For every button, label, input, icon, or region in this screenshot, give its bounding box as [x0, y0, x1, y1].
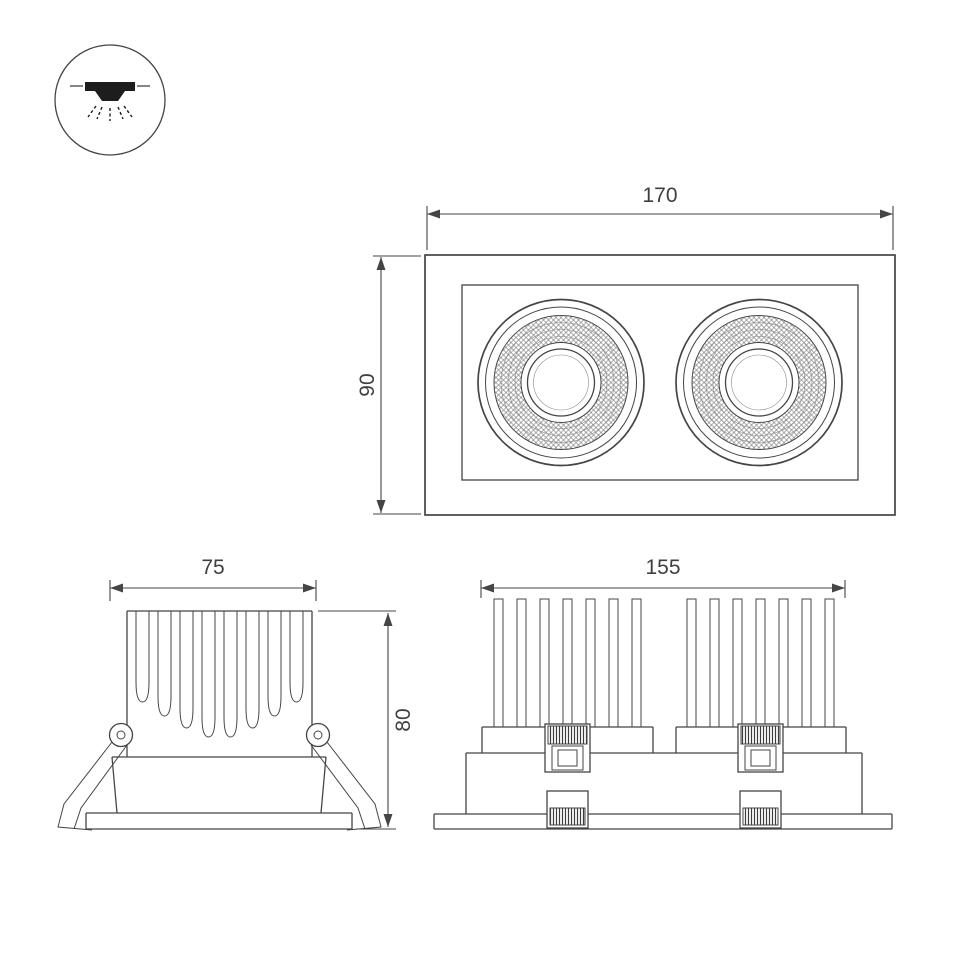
gimbal-pin [750, 749, 771, 767]
trim-body-dual [465, 752, 863, 814]
icon-circle [54, 44, 166, 156]
reflector-guide-ring [500, 322, 622, 443]
clip-pivot-pin [313, 730, 323, 740]
clip-pivot [108, 722, 134, 748]
gimbal-block-right [737, 723, 784, 773]
front-view: 170 90 [356, 184, 896, 516]
body-outline [111, 756, 327, 814]
clip-pivot [305, 722, 331, 748]
flange-outline-dual [433, 813, 893, 830]
dual-width-label: 155 [645, 556, 680, 579]
clip-wire [73, 744, 128, 830]
reflector-guide-ring [507, 329, 615, 436]
clip-wire [310, 744, 366, 830]
lamp-right [675, 298, 843, 467]
reflector-guide-ring [698, 322, 820, 443]
dual-width-dimension: 155 [480, 556, 846, 598]
led-emitter [731, 354, 787, 411]
lamp-bezel-ring [683, 306, 835, 459]
flange-outline [85, 812, 353, 830]
side-view-dual: 155 [433, 556, 893, 830]
side-view-single: 75 80 [57, 556, 415, 831]
gimbal-pin [557, 749, 578, 767]
light-ray-right [123, 105, 133, 118]
reflector-facet-mesh [692, 315, 826, 450]
led-ring [724, 348, 794, 417]
gimbal-bracket [551, 745, 584, 771]
latch-tab-right [739, 790, 782, 829]
single-height-label: 80 [392, 708, 415, 731]
clip-wire [326, 741, 382, 831]
single-height-dimension: 80 [318, 610, 415, 830]
lamp-left [477, 298, 645, 467]
spring-clip-right [305, 722, 382, 831]
heatsink-outline [126, 610, 313, 757]
led-emitter [533, 354, 589, 411]
reflector-guide-ring [705, 329, 813, 436]
extension-line [480, 580, 846, 598]
lamp-outer-ring [675, 298, 843, 467]
clip-pivot-pin [116, 730, 126, 740]
gimbal-knurl [740, 725, 781, 745]
reflector-guide-ring [514, 336, 608, 429]
lamp-housing-glyph [85, 82, 135, 91]
gimbal-knurl [547, 725, 588, 745]
latch-grip [742, 807, 779, 826]
front-height-label: 90 [356, 373, 379, 396]
front-outer-frame [424, 254, 896, 516]
trim-body-single [85, 756, 353, 830]
latch-grip [549, 807, 586, 826]
single-width-label: 75 [201, 556, 224, 579]
heatsink-single [126, 610, 313, 757]
recessed-light-icon [54, 44, 166, 156]
light-ray-mid-left [96, 106, 103, 120]
spring-clip-left [57, 722, 134, 831]
heatsink-fin-slots [135, 611, 304, 738]
heatsink-fins [686, 598, 835, 727]
lamp-trim-glyph [95, 91, 125, 101]
latch-tab-left [546, 790, 589, 829]
gimbal-block-left [544, 723, 591, 773]
extension-line [109, 580, 317, 601]
front-width-dimension: 170 [426, 184, 894, 250]
reflector-facet-mesh [494, 315, 628, 450]
led-ring [526, 348, 596, 417]
single-width-dimension: 75 [109, 556, 317, 601]
reflector-guide-ring [712, 336, 806, 429]
extension-line [426, 206, 894, 250]
body-outline [465, 752, 863, 814]
front-inner-frame [461, 284, 859, 481]
reflector-inner-ring [718, 342, 800, 423]
gimbal-bracket [744, 745, 777, 771]
extension-line [373, 255, 421, 515]
heatsink-fins [493, 598, 642, 727]
light-ray-left [87, 105, 97, 118]
reflector-inner-ring [520, 342, 602, 423]
front-width-label: 170 [642, 184, 677, 207]
front-height-dimension: 90 [356, 255, 421, 515]
extension-line [318, 610, 396, 830]
lamp-outer-ring [477, 298, 645, 467]
lamp-bezel-ring [485, 306, 637, 459]
clip-wire [57, 741, 113, 831]
light-ray-mid-right [117, 106, 124, 120]
